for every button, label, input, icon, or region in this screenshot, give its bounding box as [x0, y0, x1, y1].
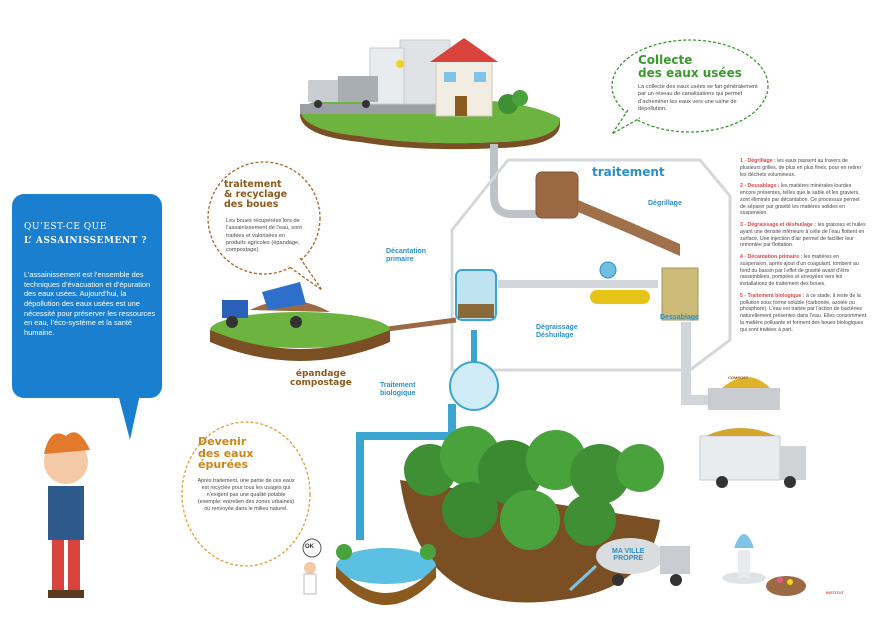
epurees-body: Après traitement, une partie de ces eaux…	[197, 478, 295, 513]
step-4: 4 - Décantation primaire : les matières …	[740, 254, 866, 288]
label-dessablage: Dessablage	[660, 314, 699, 321]
epurees-title: Devenir des eaux épurées	[198, 436, 254, 471]
institut-logo: INSTITUT	[826, 590, 844, 595]
collecte-title-line2: des eaux usées	[638, 65, 742, 80]
boy-character	[44, 432, 90, 598]
boues-title: traitement & recyclage des boues	[224, 180, 287, 210]
step-2-text: les matières minérales lourdes encore pr…	[740, 183, 860, 217]
label-traitement: traitement	[592, 165, 665, 179]
step-3-title: 3 - Dégraissage et déshuilage :	[740, 222, 817, 228]
city-island	[300, 38, 560, 150]
step-3-text: les graisses et huiles ayant une densité…	[740, 222, 866, 249]
forest	[400, 426, 664, 603]
step-5: 5 - Traitement biologique : à ce stade, …	[740, 293, 866, 334]
epurees-title-line1: Devenir	[198, 435, 247, 448]
step-3: 3 - Dégraissage et déshuilage : les grai…	[740, 222, 866, 249]
collecte-body: La collecte des eaux usées se fait génér…	[638, 84, 758, 112]
label-decantation-line2: primaire	[386, 255, 414, 263]
step-4-title: 4 - Décantation primaire :	[740, 254, 803, 260]
label-epandage: épandage	[295, 369, 346, 379]
step-2-title: 2 - Dessablage :	[740, 183, 780, 190]
steps-list: 1 - Dégrillage : les eaux passent au tra…	[740, 158, 866, 338]
collecte-title: Collecte des eaux usées	[638, 54, 742, 79]
label-degraissage-line2: Déshuilage	[536, 331, 574, 339]
epurees-title-line2: des eaux	[198, 446, 254, 460]
label-ok: OK	[305, 544, 314, 550]
label-ma-ville-propre: MA VILLE PROPRE	[612, 548, 644, 563]
scientist-character	[302, 538, 322, 595]
label-traitement-bio-line2: biologique	[380, 389, 416, 397]
lake	[336, 544, 436, 605]
cleaning-truck	[568, 538, 690, 592]
step-2: 2 - Dessablage : les matières minérales …	[740, 183, 866, 217]
step-1-title: 1 - Dégrillage :	[740, 158, 776, 164]
intro-body: L’assainissement est l’ensemble des tech…	[24, 270, 156, 337]
label-degrillage: Dégrillage	[648, 200, 682, 207]
intro-bubble: QU’EST-CE QUE L’ ASSAINISSEMENT ? L’assa…	[12, 194, 162, 398]
label-epandage-compostage: épandage compostage	[290, 369, 352, 389]
label-compost-sign: COMPOST	[728, 375, 749, 380]
boues-title-line2: & recyclage	[224, 188, 288, 200]
label-decantation-line1: Décantation	[386, 248, 427, 255]
label-traitement-biologique: Traitement biologique	[380, 382, 415, 397]
boues-body: Les boues récupérées lors de l’assainiss…	[226, 218, 302, 254]
label-propre: PROPRE	[613, 555, 643, 563]
label-ma-ville: MA VILLE	[612, 548, 645, 555]
step-4-text: les matières en suspension, après ajout …	[740, 254, 859, 287]
label-traitement-bio-line1: Traitement	[380, 382, 416, 389]
boues-title-line3: des boues	[224, 198, 279, 210]
label-compostage: compostage	[290, 378, 352, 389]
intro-question-line1: QU’EST-CE QUE	[24, 222, 107, 232]
step-5-title: 5 - Traitement biologique :	[740, 292, 805, 299]
label-degraissage-line1: Dégraissage	[536, 324, 578, 331]
epurees-title-line3: épurées	[198, 458, 249, 472]
fountain	[722, 534, 766, 584]
step-1: 1 - Dégrillage : les eaux passent au tra…	[740, 158, 866, 178]
intro-question-line2: L’ ASSAINISSEMENT ?	[24, 236, 148, 246]
sludge-field	[210, 282, 390, 361]
step-1-text: les eaux passent au travers de plusieurs…	[740, 158, 862, 178]
compost-truck	[699, 377, 806, 488]
label-decantation: Décantation primaire	[386, 248, 426, 263]
boues-title-line1: traitement	[224, 179, 282, 190]
collecte-title-line1: Collecte	[638, 53, 693, 67]
label-degraissage: Dégraissage Déshuilage	[536, 324, 578, 339]
step-5-text: à ce stade, il reste de la pollution sou…	[740, 292, 867, 333]
